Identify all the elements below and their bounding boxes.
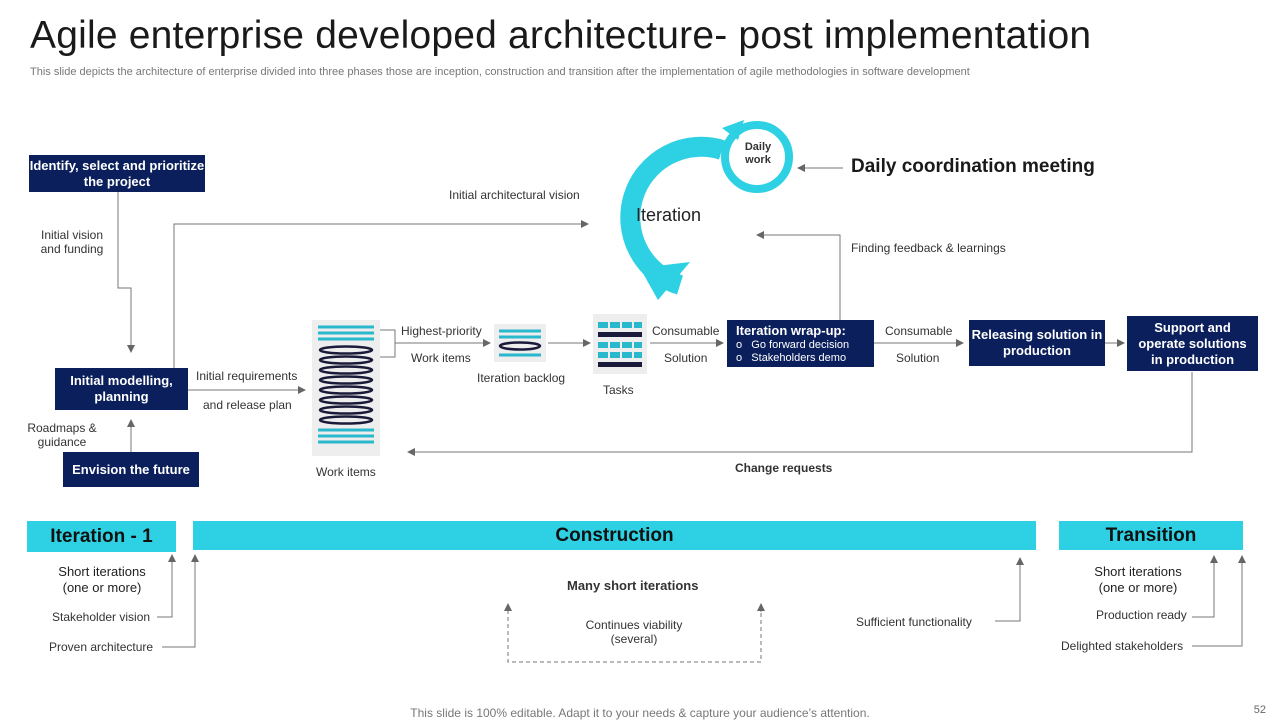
bracket-highest-priority: [380, 329, 396, 358]
envision-future-box: Envision the future: [63, 452, 199, 487]
stakeholder-vision-label: Stakeholder vision: [52, 610, 151, 624]
initial-arch-vision-label: Initial architectural vision: [449, 188, 580, 202]
phase-construction: Construction: [193, 521, 1036, 550]
change-requests-label: Change requests: [735, 461, 833, 475]
initial-modelling-box: Initial modelling, planning: [55, 368, 188, 410]
iteration-backlog-label: Iteration backlog: [477, 371, 566, 385]
wrapup-item-stakeholders: Stakeholders demo: [751, 352, 847, 364]
page-title: Agile enterprise developed architecture-…: [30, 14, 1092, 57]
support-operate-box: Support and operate solutions in product…: [1127, 316, 1258, 371]
iteration-cycle-icon: [620, 120, 793, 300]
phase-transition: Transition: [1059, 521, 1243, 550]
work-items-label: Work items: [316, 465, 376, 479]
finding-feedback-label: Finding feedback & learnings: [851, 241, 1006, 255]
iteration-wrapup-title: Iteration wrap-up:: [736, 323, 846, 338]
wrapup-item-go-forward: Go forward decision: [751, 339, 850, 351]
initial-vision-label: Initial vision and funding: [40, 228, 104, 256]
work-items-icon: [312, 320, 380, 456]
wrapup-item: o Go forward decision: [736, 339, 850, 351]
highest-priority-label: Highest-priority: [401, 324, 482, 338]
initial-requirements-label: Initial requirements: [196, 369, 298, 383]
footer-note: This slide is 100% editable. Adapt it to…: [410, 706, 870, 720]
arrow-identify-to-modelling: [117, 192, 135, 353]
phase-iteration-1: Iteration - 1: [27, 521, 176, 552]
page-subtitle: This slide depicts the architecture of e…: [30, 66, 970, 78]
arrow-delighted: [1192, 555, 1246, 647]
bracket-viability: [507, 610, 762, 663]
releasing-solution-box: Releasing solution in production: [969, 320, 1105, 366]
arrow-arch-vision: [173, 220, 589, 368]
arrow-stakeholder-vision: [157, 554, 176, 618]
short-iterations-left: Short iterations (one or more): [58, 564, 146, 595]
iteration-label: Iteration: [636, 205, 702, 225]
solution-label-2: Solution: [896, 351, 940, 365]
arrow-proven-architecture: [162, 554, 199, 648]
arrow-change-requests: [407, 372, 1193, 456]
work-items-small-label: Work items: [411, 351, 471, 365]
arrow-production-ready: [1192, 555, 1218, 618]
identify-project-box: Identify, select and prioritize the proj…: [29, 155, 205, 192]
tasks-icon: [593, 314, 647, 374]
roadmaps-label: Roadmaps & guidance: [27, 421, 97, 449]
short-iterations-right: Short iterations (one or more): [1094, 564, 1182, 595]
release-plan-label: and release plan: [203, 398, 292, 412]
many-short-iterations-label: Many short iterations: [567, 578, 699, 593]
wrapup-item: o Stakeholders demo: [736, 352, 847, 364]
iteration-wrapup-box: Iteration wrap-up: o Go forward decision…: [727, 320, 874, 367]
production-ready-label: Production ready: [1096, 608, 1187, 622]
daily-work-label: Daily work: [744, 141, 772, 166]
solution-label-1: Solution: [664, 351, 708, 365]
tasks-label: Tasks: [603, 383, 634, 397]
daily-meeting-label: Daily coordination meeting: [851, 156, 1095, 177]
arrow-feedback: [756, 231, 841, 320]
consumable-label-2: Consumable: [885, 324, 953, 338]
iteration-backlog-icon: [494, 324, 546, 362]
delighted-stakeholders-label: Delighted stakeholders: [1061, 639, 1184, 653]
continues-viability-label: Continues viability (several): [585, 618, 683, 646]
consumable-label-1: Consumable: [652, 324, 720, 338]
arrow-sufficient: [995, 557, 1024, 622]
proven-architecture-label: Proven architecture: [49, 640, 154, 654]
page-number: 52: [1253, 704, 1266, 716]
sufficient-functionality-label: Sufficient functionality: [856, 615, 972, 629]
